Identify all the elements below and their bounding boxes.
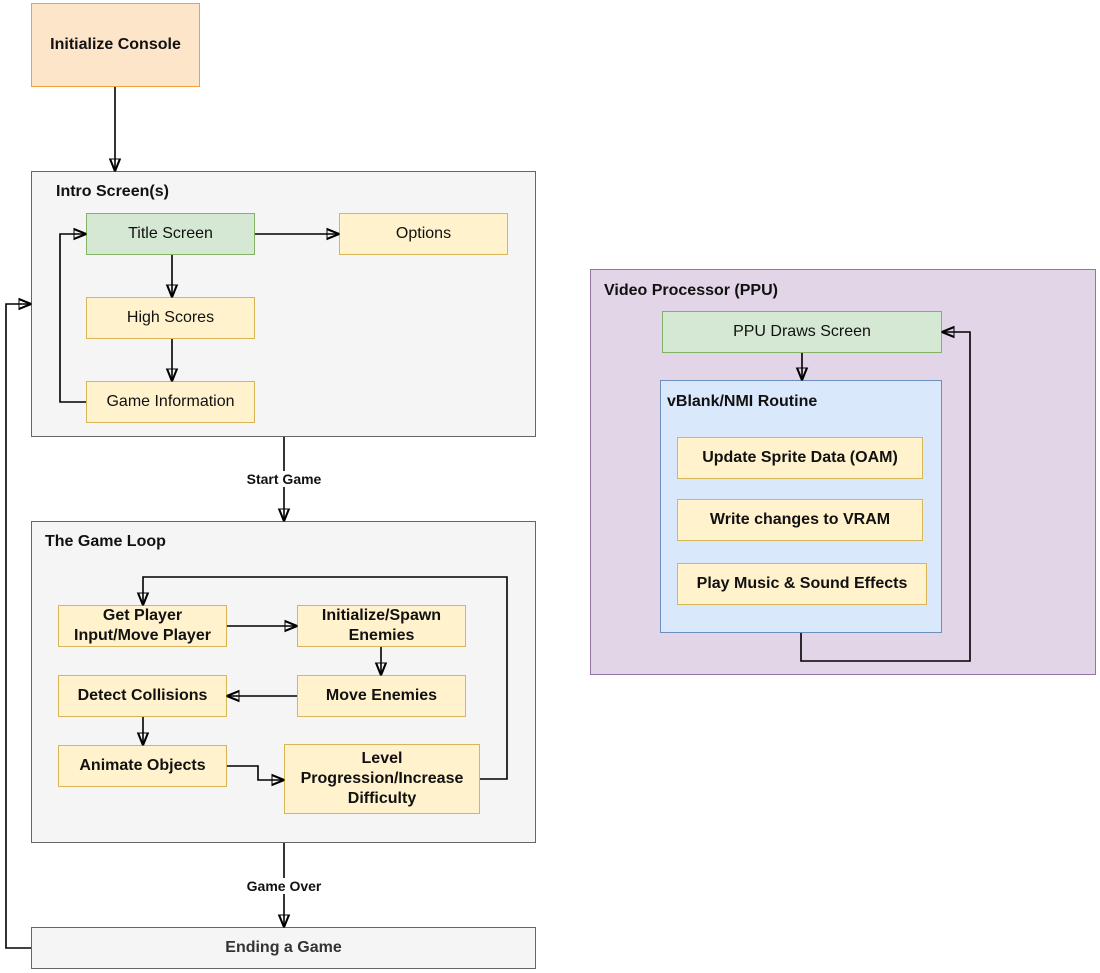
- write-vram-node: Write changes to VRAM: [677, 499, 923, 541]
- edge-ending-to-intro: [5, 304, 31, 949]
- get-player-input-node: Get Player Input/Move Player: [58, 605, 227, 647]
- animate-objects-node: Animate Objects: [58, 745, 227, 787]
- ending-game-node: Ending a Game: [31, 927, 536, 969]
- initialize-spawn-enemies-node: Initialize/Spawn Enemies: [297, 605, 466, 647]
- vblank-routine-title: vBlank/NMI Routine: [667, 393, 818, 410]
- edge-animate-to-level: [227, 765, 283, 780]
- title-screen-node: Title Screen: [86, 213, 255, 255]
- intro-screens-title: Intro Screen(s): [56, 183, 169, 200]
- options-node: Options: [339, 213, 508, 255]
- initialize-console-node: Initialize Console: [31, 3, 200, 87]
- play-music-node: Play Music & Sound Effects: [677, 563, 927, 605]
- video-processor-title: Video Processor (PPU): [604, 282, 778, 299]
- edge-level-loop-to-input: [143, 576, 508, 780]
- update-sprite-data-node: Update Sprite Data (OAM): [677, 437, 923, 479]
- ppu-draws-screen-node: PPU Draws Screen: [662, 311, 942, 353]
- edge-gameinfo-to-title: [59, 234, 86, 403]
- start-game-label: Start Game: [243, 471, 325, 487]
- edge-vblank-to-ppu: [800, 332, 971, 662]
- detect-collisions-node: Detect Collisions: [58, 675, 227, 717]
- level-progression-node: Level Progression/Increase Difficulty: [284, 744, 480, 814]
- high-scores-node: High Scores: [86, 297, 255, 339]
- move-enemies-node: Move Enemies: [297, 675, 466, 717]
- game-loop-title: The Game Loop: [45, 533, 166, 550]
- game-over-label: Game Over: [243, 878, 325, 894]
- game-information-node: Game Information: [86, 381, 255, 423]
